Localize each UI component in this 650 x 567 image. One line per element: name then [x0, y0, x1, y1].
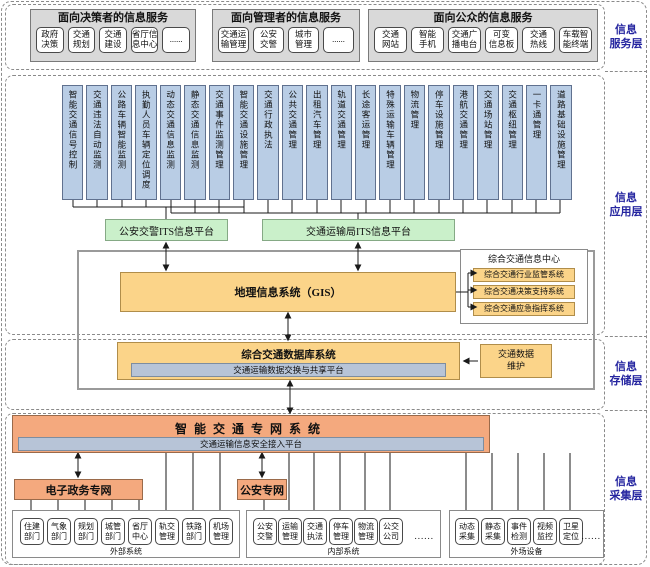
app-system-box: 公共交通管理	[281, 85, 304, 200]
source-box: 物流 管理	[354, 518, 378, 545]
app-system-box: 港航交通管理	[452, 85, 475, 200]
service-item: 政府 决策	[36, 27, 64, 54]
gis-box: 地理信息系统（GIS）	[120, 272, 456, 312]
info-center-box: 综合交通信息中心 综合交通行业监管系统 综合交通决策支持系统 综合交通应急指挥系…	[460, 249, 588, 324]
source-box: 规划 部门	[74, 518, 98, 545]
service-item: 交通广 播电台	[448, 27, 481, 54]
collection-layer-panel	[5, 413, 605, 565]
service-item: 公安 交警	[253, 27, 284, 54]
group-title: 面向管理者的信息服务	[231, 12, 341, 24]
device-box: 事件 检测	[507, 518, 531, 545]
source-box: 交通 执法	[303, 518, 327, 545]
emergency-command-system-box: 综合交通应急指挥系统	[473, 302, 575, 316]
app-system-box: 特殊运输车辆管理	[379, 85, 401, 200]
application-systems-row: 智能交通信号控制 交通违法自动监测 公路车辆智能监测 执勤人员车辆定位调度 动态…	[62, 85, 572, 200]
police-network-box: 公安专网	[237, 479, 287, 500]
more-items-ellipsis: ......	[323, 27, 354, 54]
database-title: 综合交通数据库系统	[241, 350, 336, 361]
supervision-system-box: 综合交通行业监管系统	[473, 268, 575, 282]
info-center-title: 综合交通信息中心	[487, 254, 560, 264]
more-items-ellipsis: ......	[162, 27, 190, 54]
service-item: 交通 建设	[99, 27, 127, 54]
more-items-ellipsis: ......	[581, 531, 601, 541]
application-layer-label: 信息应用层	[609, 192, 643, 219]
app-system-box: 一卡通管理	[526, 85, 548, 200]
source-box: 轨交 管理	[155, 518, 179, 545]
service-layer-panel	[5, 4, 605, 70]
app-system-box: 长途客运管理	[355, 85, 377, 200]
source-box: 公安 交警	[253, 518, 277, 545]
secure-access-platform-bar: 交通运输信息安全接入平台	[18, 437, 484, 451]
service-item: 智能 手机	[411, 27, 444, 54]
police-its-platform: 公安交警ITS信息平台	[105, 219, 228, 241]
application-layer-panel	[5, 75, 605, 335]
app-system-box: 轨道交通管理	[330, 85, 353, 200]
app-system-box: 执勤人员车辆定位调度	[135, 85, 157, 200]
service-item: 交通 网站	[374, 27, 407, 54]
decision-makers-service-group: 面向决策者的信息服务 政府 决策 交通 规划 交通 建设 省厅信 息中心 ...…	[30, 9, 196, 62]
app-system-box: 动态交通信息监测	[159, 85, 182, 200]
source-box: 住建 部门	[20, 518, 44, 545]
transport-bureau-its-platform: 交通运输局ITS信息平台	[262, 219, 455, 241]
service-item: 交通 规划	[67, 27, 96, 54]
service-layer-label: 信息服务层	[609, 24, 643, 51]
app-system-box: 交通事件监测管理	[208, 85, 230, 200]
app-system-box: 物流管理	[403, 85, 426, 200]
source-box: 城管 部门	[101, 518, 125, 545]
private-network-title: 智能交通专网系统	[174, 422, 327, 436]
source-box: 运输 管理	[278, 518, 302, 545]
app-system-box: 停车设施管理	[428, 85, 450, 200]
container-label: 内部系统	[327, 547, 360, 556]
label-column-separator	[605, 336, 647, 337]
data-exchange-platform-bar: 交通运输数据交换与共享平台	[131, 363, 446, 377]
label-column-separator	[605, 71, 647, 72]
service-item: 城市 管理	[288, 27, 319, 54]
service-item: 省厅信 息中心	[130, 27, 159, 54]
internal-systems-container: 公安 交警 运输 管理 交通 执法 停车 管理 物流 管理 公交 公司 ....…	[246, 510, 441, 558]
source-box: 机场 管理	[209, 518, 233, 545]
app-system-box: 智能交通信号控制	[62, 85, 84, 200]
more-items-ellipsis: ......	[414, 531, 434, 541]
source-box: 省厅 中心	[128, 518, 152, 545]
app-system-box: 道路基础设施管理	[550, 85, 572, 200]
external-systems-container: 住建 部门 气象 部门 规划 部门 城管 部门 省厅 中心 轨交 管理 铁路 部…	[12, 510, 240, 558]
storage-layer-panel	[5, 339, 605, 410]
service-item: 交通 热线	[522, 27, 555, 54]
device-box: 视频 监控	[533, 518, 557, 545]
source-box: 铁路 部门	[182, 518, 206, 545]
container-label: 外部系统	[110, 547, 142, 556]
integrated-systems-frame	[77, 250, 595, 390]
group-title: 面向公众的信息服务	[433, 12, 533, 24]
app-system-box: 交通行政执法	[257, 85, 279, 200]
app-system-box: 交通场站管理	[477, 85, 499, 200]
service-item: 交通运 输管理	[218, 27, 249, 54]
app-system-box: 出租汽车管理	[306, 85, 328, 200]
source-box: 停车 管理	[329, 518, 353, 545]
device-box: 卫星 定位	[559, 518, 583, 545]
label-column-separator	[605, 410, 647, 411]
source-box: 公交 公司	[379, 518, 403, 545]
egov-network-box: 电子政务专网	[14, 479, 143, 500]
container-label: 外场设备	[510, 547, 543, 556]
app-system-box: 公路车辆智能监测	[110, 85, 133, 200]
field-devices-container: 动态 采集 静态 采集 事件 检测 视频 监控 卫星 定位 ...... 外场设…	[449, 510, 604, 558]
app-system-box: 智能交通设施管理	[232, 85, 255, 200]
managers-service-group: 面向管理者的信息服务 交通运 输管理 公安 交警 城市 管理 ......	[212, 9, 360, 62]
device-box: 动态 采集	[455, 518, 479, 545]
public-service-group: 面向公众的信息服务 交通 网站 智能 手机 交通广 播电台 可变 信息板 交通 …	[368, 9, 598, 62]
device-box: 静态 采集	[481, 518, 505, 545]
collection-layer-label: 信息采集层	[609, 476, 643, 503]
app-system-box: 交通违法自动监测	[86, 85, 108, 200]
storage-layer-label: 信息存储层	[609, 361, 643, 388]
service-item: 车载智 能终端	[559, 27, 592, 54]
service-item: 可变 信息板	[485, 27, 518, 54]
source-box: 气象 部门	[47, 518, 71, 545]
decision-support-system-box: 综合交通决策支持系统	[473, 285, 575, 299]
group-title: 面向决策者的信息服务	[58, 12, 168, 24]
app-system-box: 交通枢纽管理	[501, 85, 524, 200]
app-system-box: 静态交通信息监测	[184, 85, 206, 200]
data-maintenance-box: 交通数据 维护	[480, 344, 552, 378]
